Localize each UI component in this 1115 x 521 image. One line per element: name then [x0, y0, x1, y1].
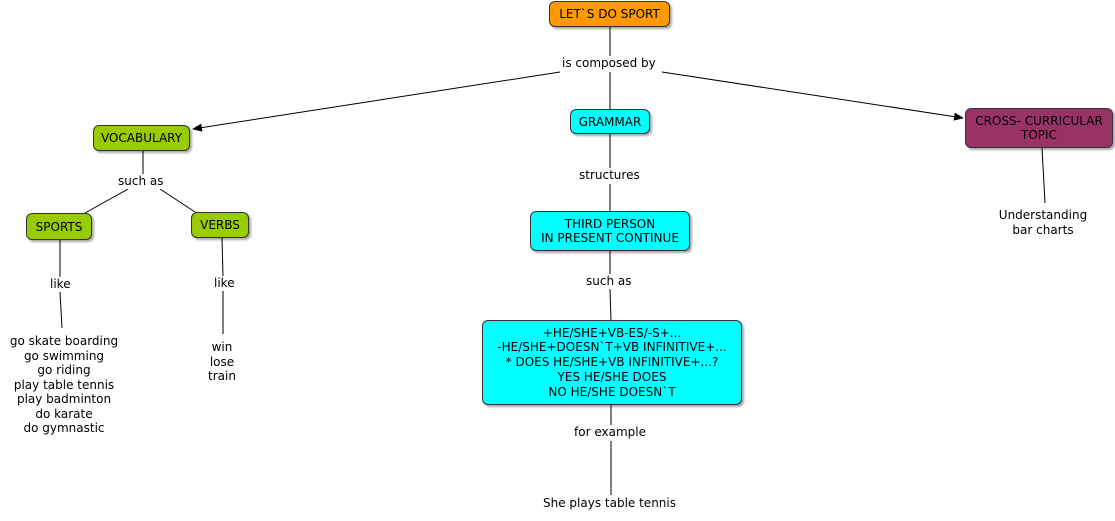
edge-suchas-sports [84, 188, 129, 214]
edge-cross-barcharts [1041, 147, 1046, 204]
leaf-sports-list: go skate boarding go swimming go riding … [6, 334, 122, 436]
edge-like-sportslist [59, 291, 63, 329]
link-is-composed-by: is composed by [560, 56, 658, 71]
node-grammar[interactable]: GRAMMAR [570, 109, 650, 134]
link-structures: structures [577, 168, 642, 183]
edge-suchas-box [609, 288, 612, 321]
link-for-example: for example [572, 425, 648, 440]
link-such-as-grammar: such as [584, 274, 634, 289]
node-sports[interactable]: SPORTS [26, 213, 92, 240]
link-such-as-vocab: such as [116, 174, 166, 189]
node-vocabulary[interactable]: VOCABULARY [93, 125, 190, 151]
leaf-verbs-list: win lose train [202, 340, 242, 384]
node-verbs[interactable]: VERBS [191, 212, 249, 238]
node-lets-do-sport[interactable]: LET`S DO SPORT [549, 1, 670, 27]
link-like-sports: like [48, 277, 73, 292]
leaf-bar-charts: Understanding bar charts [996, 208, 1090, 237]
edge-suchas-verbs [159, 188, 196, 213]
link-like-verbs: like [212, 276, 237, 291]
node-third-person[interactable]: THIRD PERSON IN PRESENT CONTINUE [530, 211, 690, 251]
edge-composed-cross [661, 71, 964, 121]
leaf-example: She plays table tennis [541, 496, 678, 511]
edge-verbs-like [221, 237, 224, 277]
node-structures-box[interactable]: +HE/SHE+VB-ES/-S+... -HE/SHE+DOESN`T+VB … [482, 320, 742, 405]
node-cross-curricular-topic[interactable]: CROSS- CURRICULAR TOPIC [965, 108, 1113, 148]
edge-composed-vocabulary [192, 71, 561, 132]
